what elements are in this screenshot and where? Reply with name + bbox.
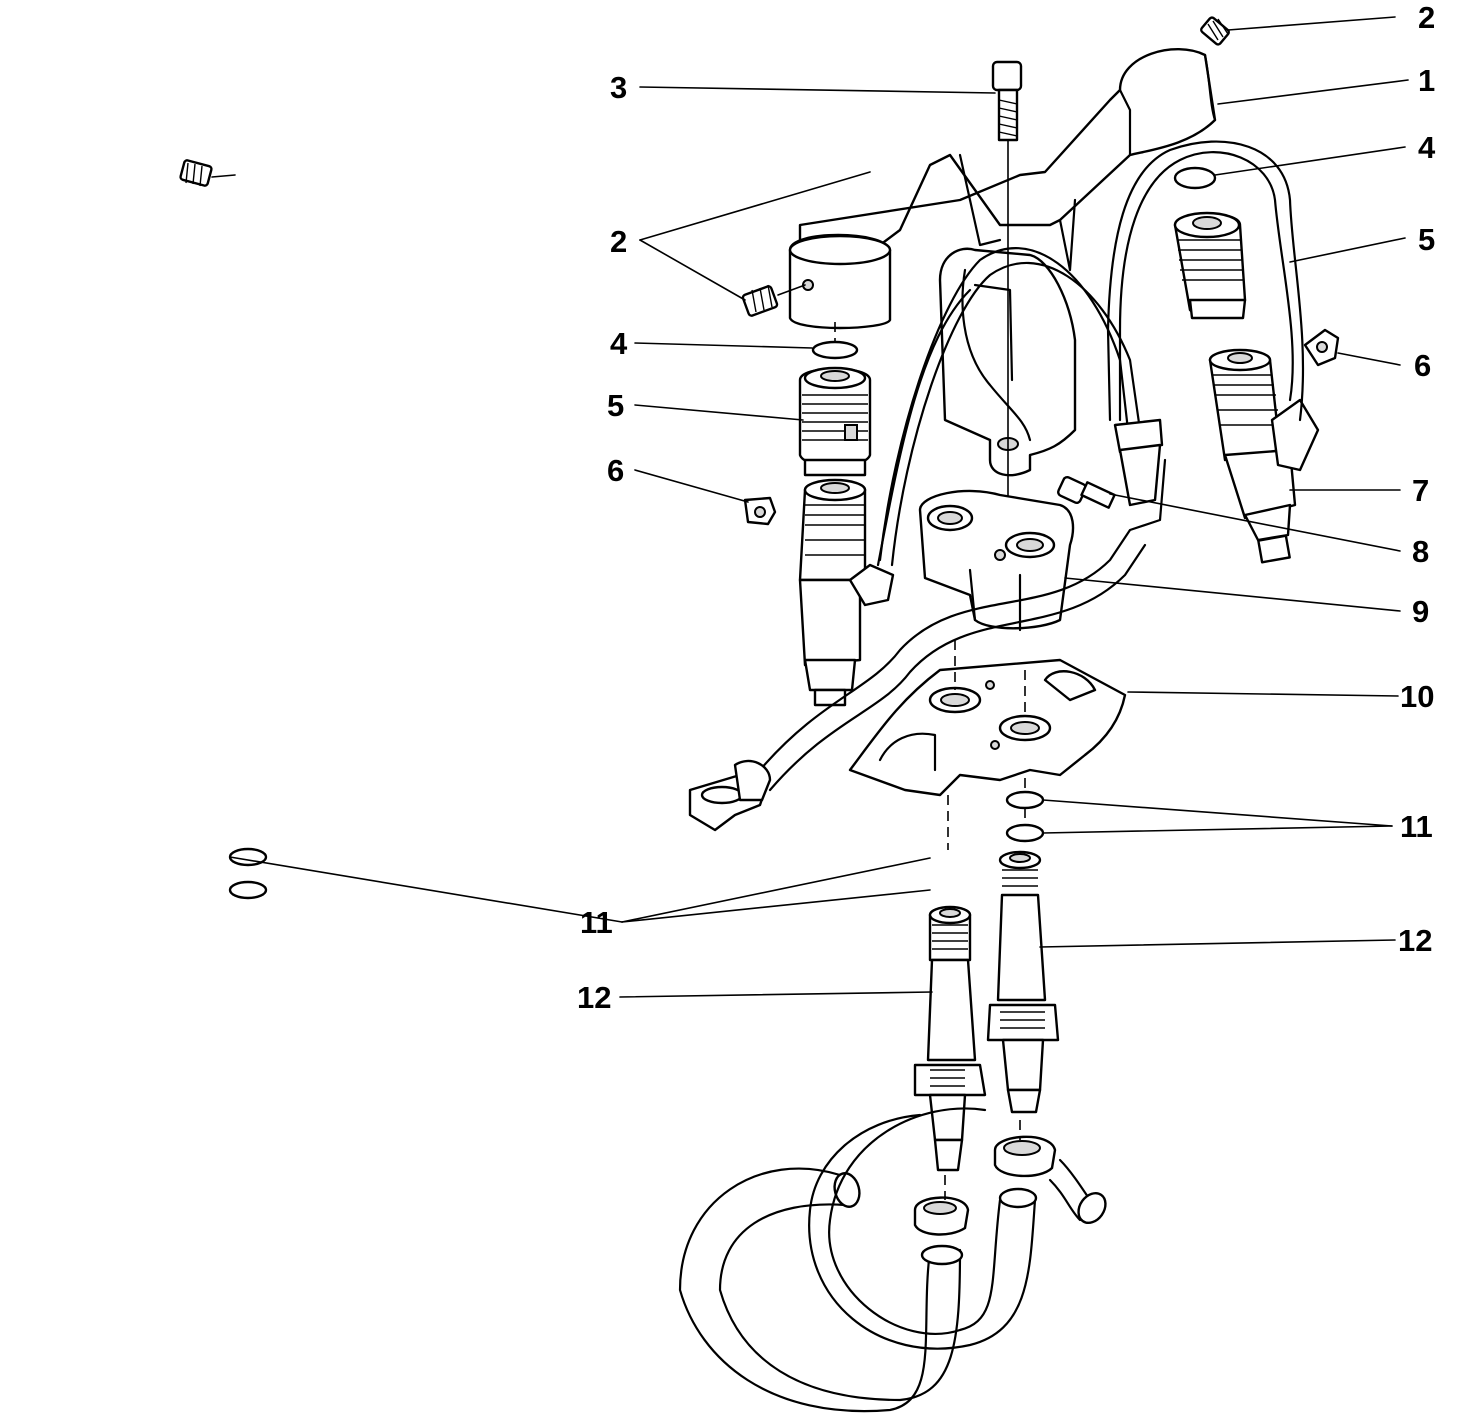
check-valve-right-part-5	[1173, 211, 1247, 320]
callout-1: 1	[1418, 63, 1435, 98]
callout-7: 7	[1412, 473, 1429, 508]
small-bolt-part-8	[1057, 475, 1116, 509]
callout-5-left: 5	[607, 388, 624, 423]
o-ring-right-part-4	[1173, 166, 1217, 190]
callout-4-left: 4	[610, 326, 628, 361]
callout-11-left: 11	[580, 905, 613, 940]
callout-6-right: 6	[1414, 348, 1431, 383]
callout-2-top: 2	[1418, 0, 1435, 35]
o-ring-left-part-4	[811, 322, 859, 360]
manifold-left-socket	[788, 233, 892, 330]
set-screw-lower-left	[741, 284, 806, 317]
callout-labels: 2 1 3 4 2 5 4 6 5 6 7 8 9 10 11 11 12 12	[577, 0, 1436, 1015]
set-screw-upper-left	[179, 159, 236, 187]
callout-12-right: 12	[1398, 923, 1432, 958]
callout-5-right: 5	[1418, 222, 1435, 257]
callout-4-right: 4	[1418, 130, 1436, 165]
callout-11-right: 11	[1400, 809, 1433, 844]
callout-8: 8	[1412, 534, 1429, 569]
hose-fitting-left-part-12	[913, 905, 987, 1172]
callout-2-left: 2	[610, 224, 627, 259]
check-valve-left-part-5	[798, 366, 872, 477]
callout-6-left: 6	[607, 453, 624, 488]
fuel-return-pipe	[688, 458, 1167, 832]
mounting-plate-part-10	[848, 640, 1127, 797]
seal-washers-part-11	[228, 778, 1045, 900]
clip-right-part-6	[1303, 328, 1340, 367]
connector-block-part-9	[918, 489, 1075, 632]
callout-3: 3	[610, 70, 627, 105]
bolt-part-3	[991, 60, 1023, 561]
callout-9: 9	[1412, 594, 1429, 629]
leader-lines	[229, 16, 1409, 998]
injector-right-part-7	[1106, 140, 1320, 564]
fuel-hoses	[678, 1107, 1107, 1413]
injector-tubes	[878, 247, 1164, 567]
hose-clamps	[913, 1120, 1057, 1236]
clip-left-part-6	[743, 496, 777, 526]
injector-left	[798, 288, 972, 707]
set-screw-top	[1200, 16, 1230, 46]
callout-10: 10	[1400, 679, 1434, 714]
callout-12-left: 12	[577, 980, 611, 1015]
hose-fitting-right-part-12	[986, 850, 1060, 1114]
